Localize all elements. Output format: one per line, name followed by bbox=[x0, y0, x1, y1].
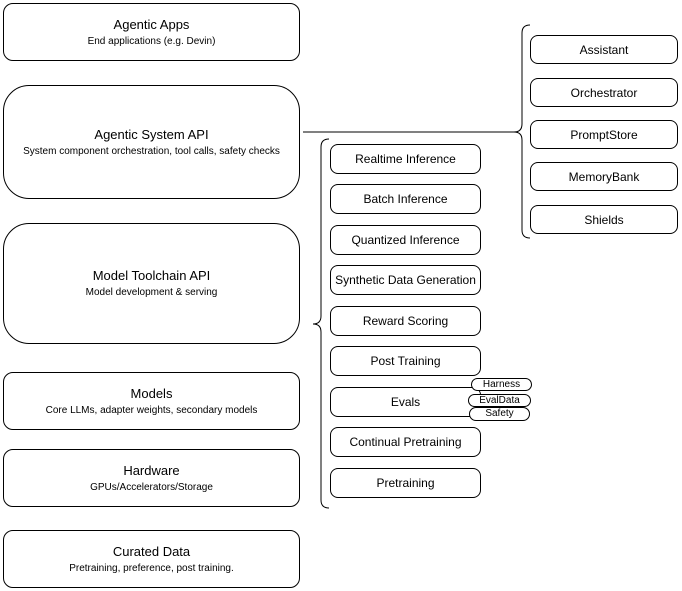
box-subtitle: End applications (e.g. Devin) bbox=[87, 35, 216, 47]
box-subtitle: System component orchestration, tool cal… bbox=[23, 145, 280, 157]
box-title: Agentic Apps bbox=[113, 16, 190, 32]
node-label: Assistant bbox=[579, 42, 629, 57]
node-label: Post Training bbox=[370, 354, 441, 368]
tag-label: Safety bbox=[485, 408, 514, 419]
node-label: MemoryBank bbox=[568, 169, 640, 184]
tag-label: Harness bbox=[482, 378, 521, 390]
node-shields: Shields bbox=[530, 205, 678, 234]
node-pretraining: Pretraining bbox=[330, 468, 481, 498]
right-column-brace bbox=[513, 24, 531, 239]
box-title: Curated Data bbox=[112, 543, 191, 559]
node-batch-inference: Batch Inference bbox=[330, 184, 481, 214]
node-label: Batch Inference bbox=[363, 192, 448, 206]
node-label: Continual Pretraining bbox=[349, 435, 462, 449]
node-label: Pretraining bbox=[376, 476, 435, 490]
box-curated-data: Curated Data Pretraining, preference, po… bbox=[3, 530, 300, 588]
box-agentic-system-api: Agentic System API System component orch… bbox=[3, 85, 300, 199]
node-label: Realtime Inference bbox=[355, 152, 456, 166]
node-label: Shields bbox=[584, 212, 624, 227]
box-title: Hardware bbox=[123, 462, 180, 478]
tag-label: EvalData bbox=[479, 394, 520, 406]
node-label: PromptStore bbox=[570, 127, 638, 142]
node-reward-scoring: Reward Scoring bbox=[330, 306, 481, 336]
box-title: Agentic System API bbox=[94, 126, 209, 142]
box-title: Model Toolchain API bbox=[92, 268, 211, 283]
box-subtitle: Pretraining, preference, post training. bbox=[69, 562, 234, 574]
node-promptstore: PromptStore bbox=[530, 120, 678, 149]
box-hardware: Hardware GPUs/Accelerators/Storage bbox=[3, 449, 300, 507]
node-memorybank: MemoryBank bbox=[530, 162, 678, 191]
box-model-toolchain-api: Model Toolchain API Model development & … bbox=[3, 223, 300, 344]
box-title: Models bbox=[130, 385, 173, 401]
node-label: Reward Scoring bbox=[362, 314, 449, 328]
node-post-training: Post Training bbox=[330, 346, 481, 376]
node-continual-pretraining: Continual Pretraining bbox=[330, 427, 481, 457]
tag-safety: Safety bbox=[469, 407, 530, 421]
box-subtitle: Model development & serving bbox=[85, 287, 218, 298]
node-label: Evals bbox=[390, 395, 421, 409]
box-subtitle: GPUs/Accelerators/Storage bbox=[90, 481, 213, 493]
box-subtitle: Core LLMs, adapter weights, secondary mo… bbox=[45, 404, 258, 416]
node-synthetic-data-generation: Synthetic Data Generation bbox=[330, 265, 481, 295]
node-realtime-inference: Realtime Inference bbox=[330, 144, 481, 174]
tag-harness: Harness bbox=[471, 378, 532, 391]
node-quantized-inference: Quantized Inference bbox=[330, 225, 481, 255]
node-label: Quantized Inference bbox=[351, 233, 460, 247]
box-models: Models Core LLMs, adapter weights, secon… bbox=[3, 372, 300, 430]
tag-evaldata: EvalData bbox=[468, 394, 531, 407]
box-agentic-apps: Agentic Apps End applications (e.g. Devi… bbox=[3, 3, 300, 61]
node-label: Orchestrator bbox=[570, 85, 638, 100]
node-label: Synthetic Data Generation bbox=[335, 273, 476, 287]
node-orchestrator: Orchestrator bbox=[530, 78, 678, 107]
node-assistant: Assistant bbox=[530, 35, 678, 64]
node-evals: Evals bbox=[330, 387, 481, 417]
middle-column-brace bbox=[312, 138, 330, 509]
